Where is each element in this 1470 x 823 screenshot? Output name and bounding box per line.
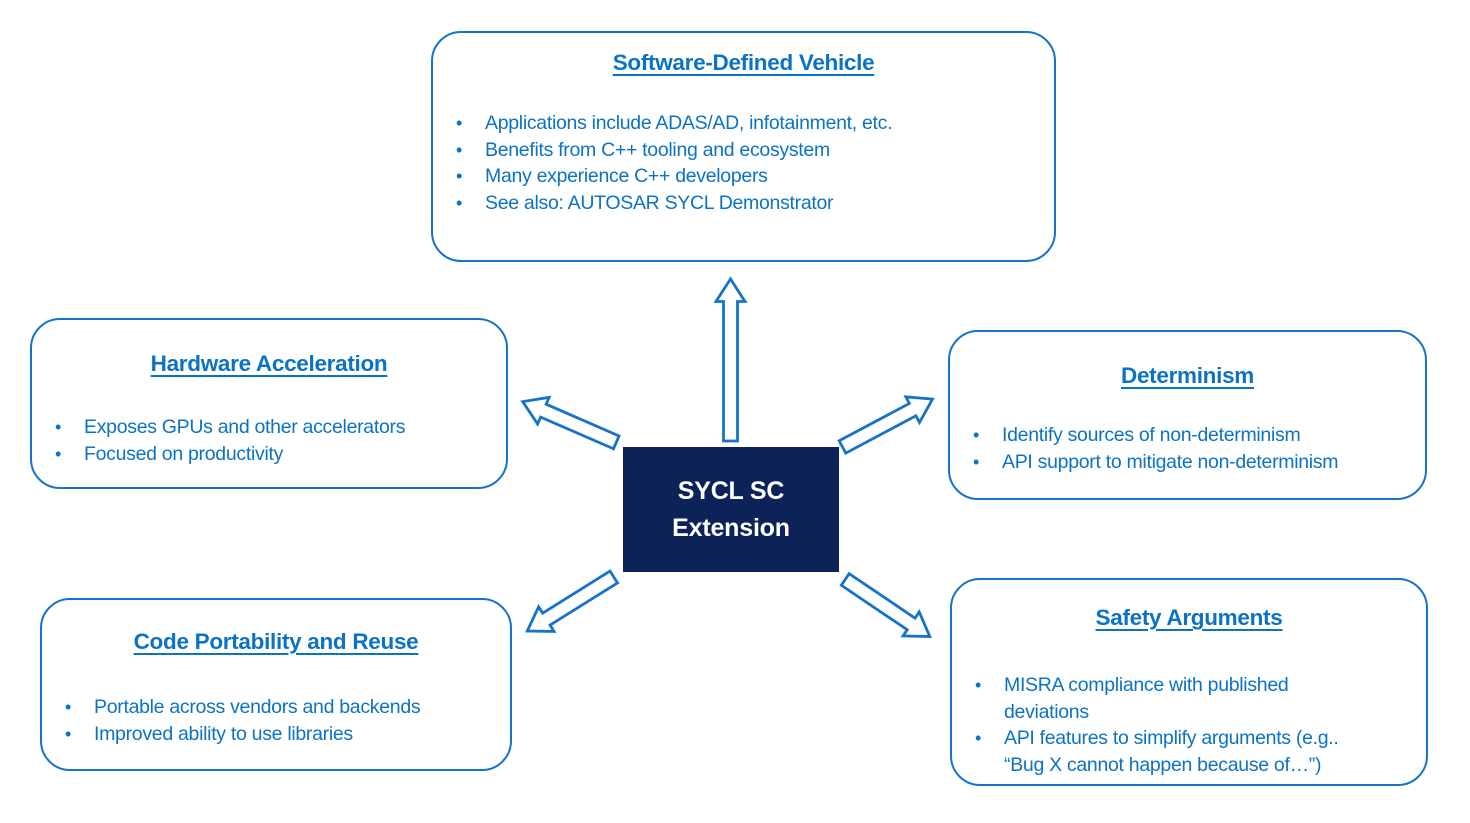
center-label-line-2: Extension [672, 513, 790, 542]
node-title-determinism: Determinism [1121, 363, 1254, 388]
bullet-item: Many experience C++ developers [433, 163, 1054, 190]
bullet-item: Exposes GPUs and other accelerators [32, 414, 506, 441]
bullet-list: MISRA compliance with published deviatio… [952, 672, 1426, 778]
bullet-item: API support to mitigate non-determinism [950, 449, 1425, 476]
node-title-safety-arguments: Safety Arguments [1095, 605, 1283, 630]
bullet-item: API features to simplify arguments (e.g.… [952, 725, 1426, 778]
bullet-item: Portable across vendors and backends [42, 694, 510, 721]
bullet-item: Applications include ADAS/AD, infotainme… [433, 110, 1054, 137]
bullet-item: See also: AUTOSAR SYCL Demonstrator [433, 190, 1054, 217]
bullet-item: Improved ability to use libraries [42, 721, 510, 748]
node-determinism: Determinism Identify sources of non-dete… [948, 330, 1427, 500]
bullet-list: Portable across vendors and backends Imp… [42, 694, 510, 747]
node-hardware-acceleration: Hardware Acceleration Exposes GPUs and o… [30, 318, 508, 489]
bullet-item: Identify sources of non-determinism [950, 422, 1425, 449]
center-node-sycl-sc-extension: SYCL SC Extension [623, 447, 839, 572]
arrow-up-icon [713, 276, 748, 443]
bullet-list: Applications include ADAS/AD, infotainme… [433, 110, 1054, 216]
arrow-up-left-icon [520, 395, 621, 451]
center-label-line-1: SYCL SC [677, 476, 785, 505]
node-title-hardware-acceleration: Hardware Acceleration [150, 351, 388, 376]
bullet-item: Benefits from C++ tooling and ecosystem [433, 137, 1054, 164]
bullet-item: Focused on productivity [32, 441, 506, 468]
node-safety-arguments: Safety Arguments MISRA compliance with p… [950, 578, 1428, 786]
node-title-software-defined-vehicle: Software-Defined Vehicle [612, 50, 875, 75]
bullet-list: Exposes GPUs and other accelerators Focu… [32, 414, 506, 467]
node-code-portability-and-reuse: Code Portability and Reuse Portable acro… [40, 598, 512, 771]
arrow-down-right-icon [839, 571, 932, 638]
node-software-defined-vehicle: Software-Defined Vehicle Applications in… [431, 31, 1056, 262]
bullet-item: MISRA compliance with published deviatio… [952, 672, 1426, 725]
arrow-down-left-icon [525, 569, 620, 633]
arrow-up-right-icon [837, 395, 935, 456]
node-title-code-portability-and-reuse: Code Portability and Reuse [133, 629, 419, 654]
bullet-list: Identify sources of non-determinism API … [950, 422, 1425, 475]
